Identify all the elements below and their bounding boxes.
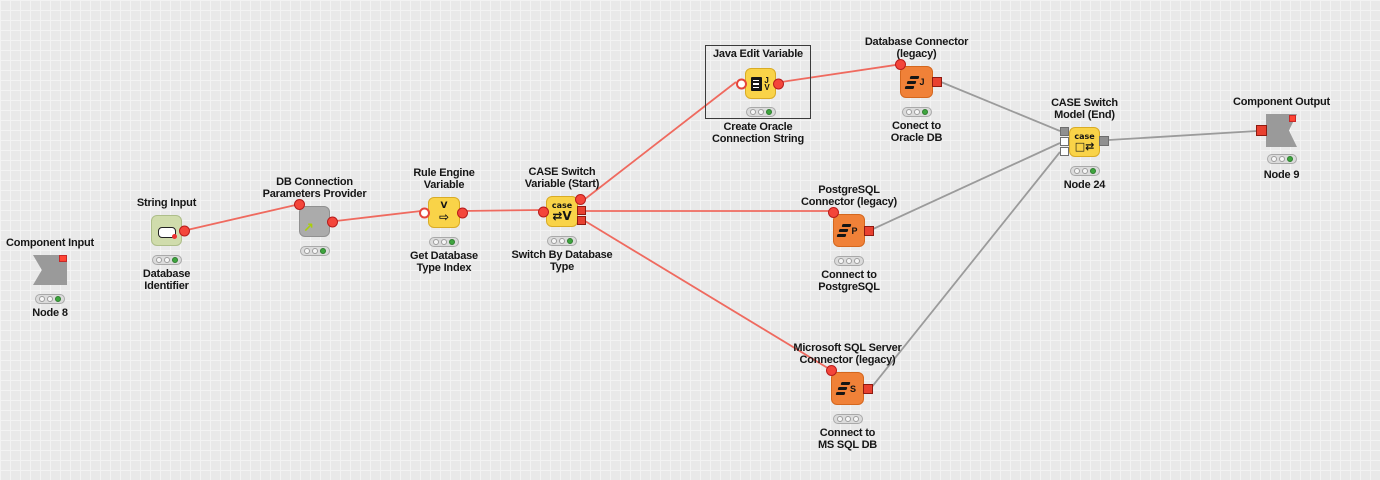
- traffic-light: [547, 236, 577, 246]
- node-title: PostgreSQL Connector (legacy): [800, 184, 898, 208]
- traffic-light: [1069, 166, 1100, 176]
- database-stack-icon: [905, 75, 920, 90]
- node-label: Node 24: [1063, 179, 1106, 191]
- node-label: Database Identifier: [142, 268, 191, 292]
- node-case-switch-variable-start[interactable]: CASE Switch Variable (Start) case ⇄V Swi…: [512, 166, 613, 272]
- db-output-port[interactable]: [863, 383, 873, 394]
- database-stack-icon: [835, 381, 851, 396]
- node-title: CASE Switch Model (End): [1051, 97, 1118, 121]
- text-field-icon: [157, 227, 177, 239]
- node-title: Component Output: [1233, 95, 1330, 108]
- connection-flowvar[interactable]: [461, 209, 541, 212]
- node-title: Microsoft SQL Server Connector (legacy): [793, 342, 902, 366]
- traffic-light: [901, 107, 932, 117]
- flowvar-corner-port[interactable]: [59, 255, 67, 262]
- traffic-light: [151, 255, 182, 265]
- case-switch-model-icon: case □⇄: [1069, 127, 1100, 157]
- input-port[interactable]: [538, 206, 549, 217]
- connection-data[interactable]: [872, 142, 1061, 230]
- db-output-port[interactable]: [864, 225, 874, 236]
- traffic-light: [299, 246, 330, 256]
- node-database-connector-legacy[interactable]: Database Connector (legacy) J Conect to …: [865, 36, 969, 143]
- node-label: Switch By Database Type: [511, 249, 613, 273]
- input-port[interactable]: [895, 59, 906, 70]
- output-port[interactable]: [327, 216, 338, 227]
- connection-flowvar[interactable]: [186, 203, 301, 231]
- mssql-connector-icon: S: [831, 372, 864, 405]
- connection-flowvar[interactable]: [584, 220, 832, 371]
- rule-engine-icon: V ⇨: [428, 197, 460, 228]
- output-port-1[interactable]: [575, 194, 586, 205]
- input-port-2[interactable]: [1060, 137, 1069, 146]
- node-mssql-connector-legacy[interactable]: Microsoft SQL Server Connector (legacy) …: [793, 342, 901, 450]
- traffic-light: [35, 294, 65, 304]
- traffic-light: [745, 107, 776, 117]
- node-label: Node 9: [1263, 169, 1300, 181]
- output-port-3[interactable]: [577, 216, 586, 225]
- output-port[interactable]: [457, 207, 468, 218]
- input-port[interactable]: [419, 207, 430, 218]
- node-component-output[interactable]: Component Output Node 9: [1233, 96, 1330, 181]
- node-label: Create Oracle Connection String: [712, 121, 804, 145]
- database-connector-icon: J: [900, 66, 933, 98]
- input-port[interactable]: [1256, 125, 1267, 136]
- connection-flowvar[interactable]: [584, 81, 737, 200]
- connection-data[interactable]: [1108, 130, 1258, 141]
- traffic-light: [834, 256, 864, 266]
- input-port[interactable]: [294, 199, 305, 210]
- selection-rectangle: Java Edit Variable J V Create Oracle Con…: [705, 45, 811, 144]
- node-label: Connect to PostgreSQL: [818, 269, 880, 293]
- database-stack-icon: [837, 223, 852, 238]
- node-java-edit-variable[interactable]: J V: [736, 68, 784, 117]
- node-title: Rule Engine Variable: [413, 167, 475, 191]
- input-port[interactable]: [736, 78, 747, 89]
- connection-flowvar[interactable]: [335, 210, 422, 222]
- document-icon: [751, 76, 763, 91]
- node-title: Java Edit Variable: [713, 48, 803, 60]
- input-port-1[interactable]: [1060, 127, 1069, 136]
- node-case-switch-model-end[interactable]: CASE Switch Model (End) case □⇄ Node 24: [1051, 97, 1118, 190]
- input-port[interactable]: [826, 365, 837, 376]
- output-port-2[interactable]: [577, 206, 586, 215]
- node-db-connection-parameters-provider[interactable]: DB Connection Parameters Provider ↗: [263, 176, 367, 256]
- node-title: DB Connection Parameters Provider: [262, 176, 367, 200]
- connection-flowvar[interactable]: [780, 63, 903, 83]
- node-label: Conect to Oracle DB: [890, 120, 943, 144]
- component-arrow-icon: ↗: [303, 221, 314, 236]
- node-string-input[interactable]: String Input Database Identifier: [137, 197, 197, 291]
- java-edit-variable-icon: J V: [745, 68, 776, 99]
- traffic-light: [429, 237, 459, 247]
- node-component-input[interactable]: Component Input Node 8: [6, 237, 94, 319]
- postgresql-connector-icon: P: [833, 214, 865, 247]
- connection-data[interactable]: [940, 81, 1061, 132]
- node-rule-engine-variable[interactable]: Rule Engine Variable V ⇨ Get Database Ty…: [410, 167, 478, 273]
- traffic-light: [832, 414, 863, 424]
- node-title: Database Connector (legacy): [864, 36, 969, 60]
- string-input-icon: [151, 215, 182, 246]
- case-switch-icon: case ⇄V: [546, 196, 578, 227]
- node-title: CASE Switch Variable (Start): [524, 166, 600, 190]
- output-port[interactable]: [1099, 136, 1109, 146]
- component-icon: ↗: [299, 206, 330, 237]
- node-label: Get Database Type Index: [410, 250, 478, 274]
- node-label: Connect to MS SQL DB: [817, 427, 878, 451]
- node-title: String Input: [136, 196, 197, 209]
- output-port[interactable]: [179, 225, 190, 236]
- input-port[interactable]: [828, 207, 839, 218]
- db-output-port[interactable]: [932, 77, 942, 87]
- connection-data[interactable]: [870, 151, 1061, 389]
- output-port[interactable]: [773, 78, 784, 89]
- flowvar-corner-port[interactable]: [1289, 115, 1296, 122]
- node-postgresql-connector-legacy[interactable]: PostgreSQL Connector (legacy) P Connect …: [801, 184, 897, 292]
- traffic-light: [1266, 154, 1297, 164]
- node-title: Component Input: [5, 236, 95, 249]
- node-label: Node 8: [32, 307, 68, 319]
- input-port-3[interactable]: [1060, 147, 1069, 156]
